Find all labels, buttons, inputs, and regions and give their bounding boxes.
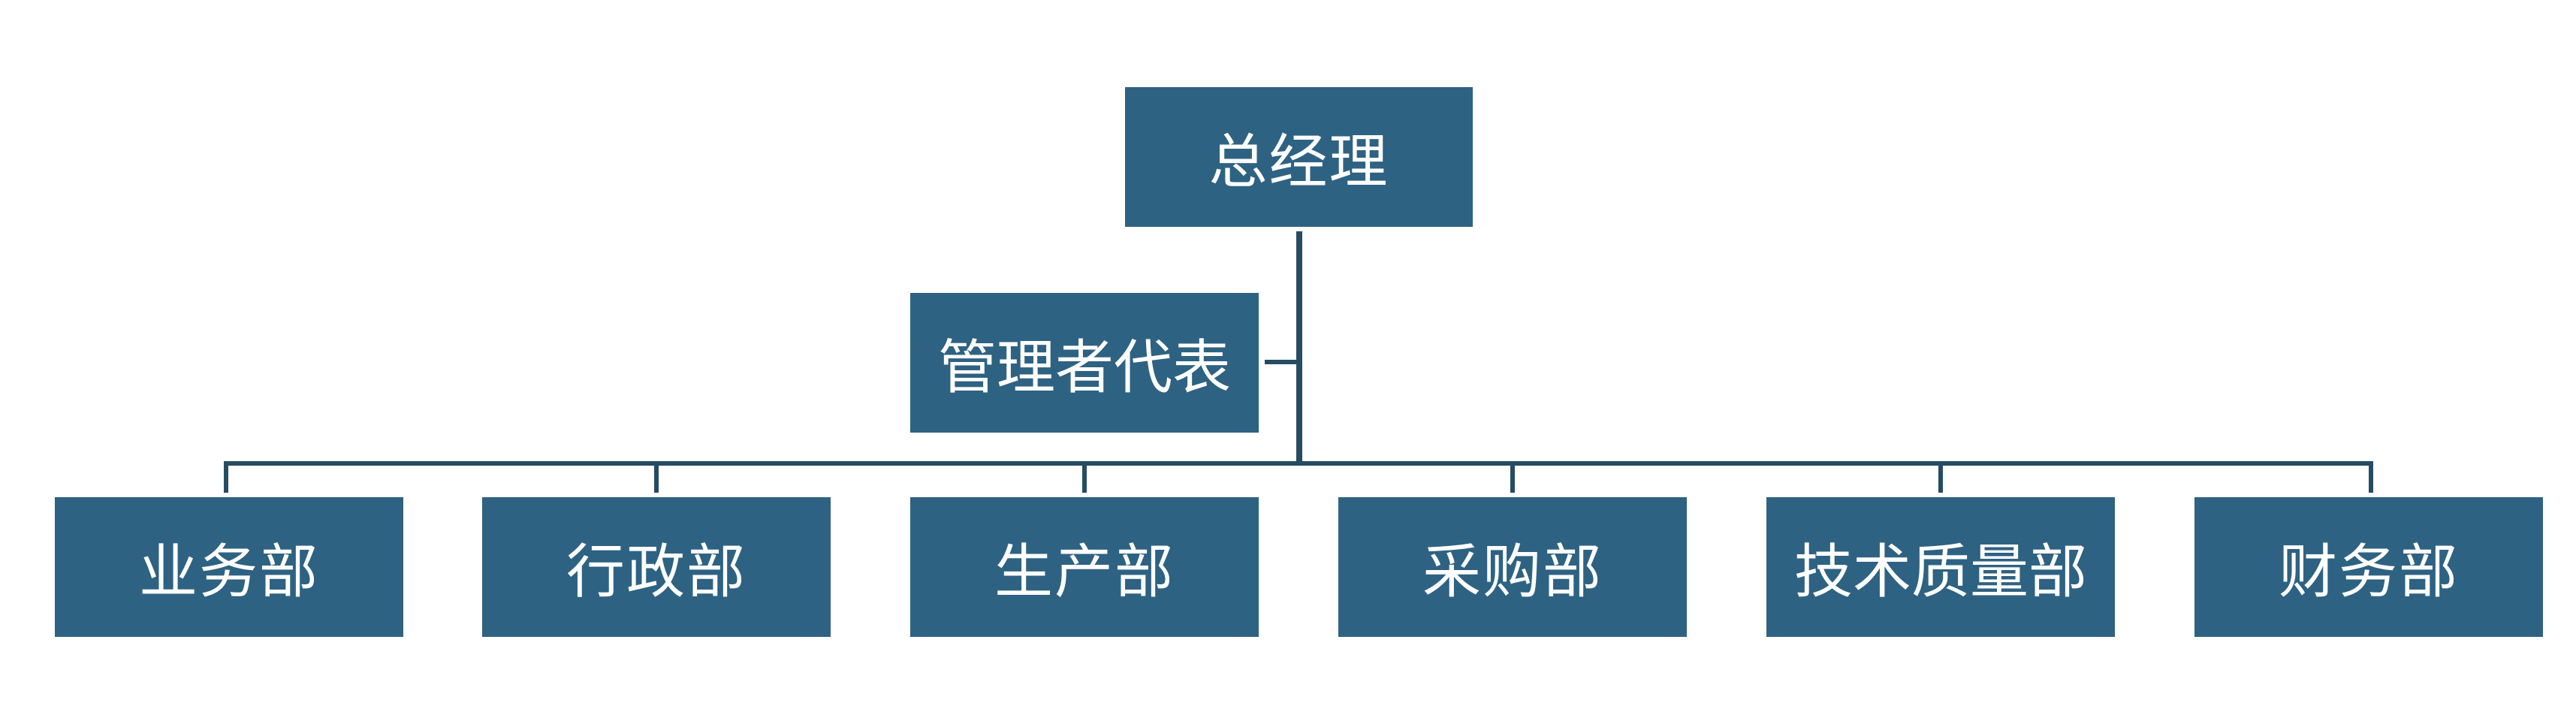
assistant-connector bbox=[1265, 360, 1299, 364]
node-label: 行政部 bbox=[566, 539, 747, 606]
department-drop-connector bbox=[654, 461, 659, 493]
node-label: 财务部 bbox=[2278, 539, 2459, 606]
node-department: 生产部 bbox=[910, 497, 1259, 637]
node-label: 管理者代表 bbox=[937, 334, 1231, 402]
node-department: 技术质量部 bbox=[1766, 497, 2115, 637]
node-label: 采购部 bbox=[1422, 539, 1603, 606]
node-label: 生产部 bbox=[994, 539, 1175, 606]
node-label: 总经理 bbox=[1208, 128, 1389, 196]
node-label: 业务部 bbox=[138, 539, 319, 606]
node-department: 业务部 bbox=[55, 497, 403, 637]
department-drop-connector bbox=[224, 461, 228, 493]
department-drop-connector bbox=[1510, 461, 1515, 493]
department-drop-connector bbox=[1938, 461, 1943, 493]
department-drop-connector bbox=[1082, 461, 1087, 493]
department-drop-connector bbox=[2369, 461, 2373, 493]
node-department: 行政部 bbox=[482, 497, 831, 637]
node-department: 财务部 bbox=[2194, 497, 2543, 637]
department-horizontal-bus bbox=[224, 461, 2373, 466]
node-management-representative: 管理者代表 bbox=[910, 293, 1259, 433]
node-label: 技术质量部 bbox=[1793, 539, 2087, 606]
root-vertical-connector bbox=[1296, 231, 1302, 466]
node-general-manager: 总经理 bbox=[1125, 87, 1473, 227]
node-department: 采购部 bbox=[1338, 497, 1687, 637]
